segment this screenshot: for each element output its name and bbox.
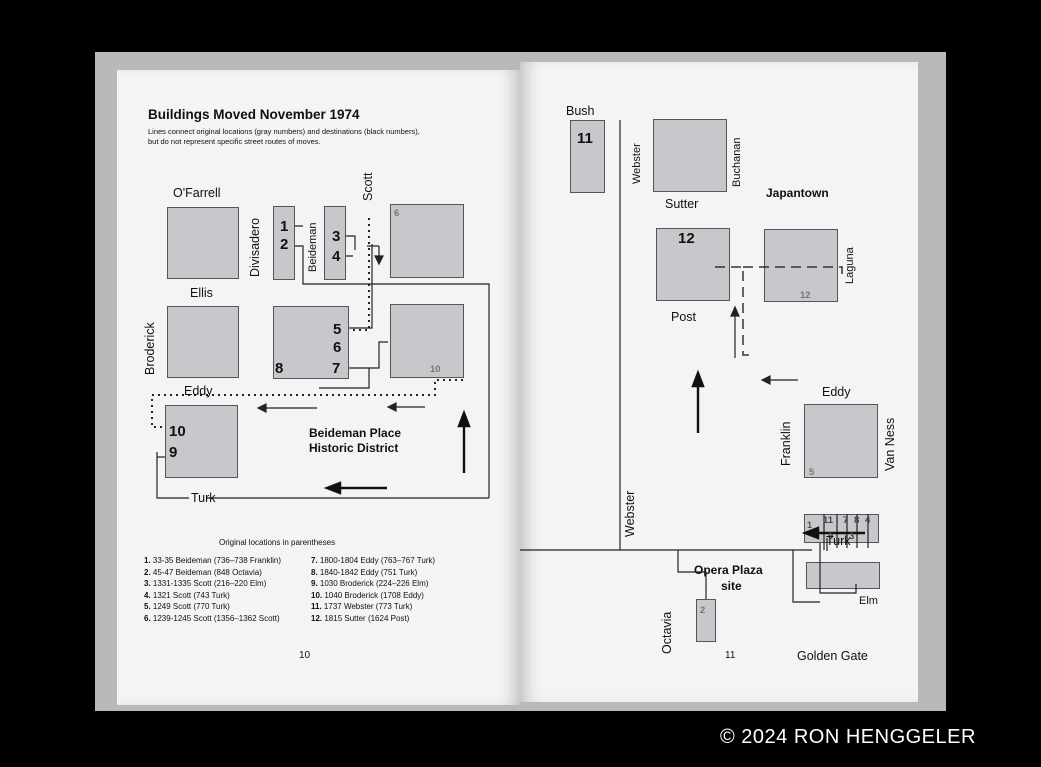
legend-item: 4. 1321 Scott (743 Turk) bbox=[144, 590, 230, 600]
street-post: Post bbox=[671, 310, 697, 324]
street-webster: Webster bbox=[623, 490, 637, 537]
orig-number-1: 1 bbox=[807, 520, 813, 530]
dest-number-7: 7 bbox=[332, 360, 341, 377]
legend-item: 3. 1331-1335 Scott (216–220 Elm) bbox=[144, 579, 267, 588]
orig-number-9: 9 bbox=[828, 531, 834, 542]
dest-number-5: 5 bbox=[333, 321, 342, 338]
dest-number-4: 4 bbox=[332, 248, 341, 265]
orig-number-2: 2 bbox=[700, 605, 706, 616]
orig-number-11: 11 bbox=[823, 515, 834, 526]
left-map-lines bbox=[151, 218, 490, 499]
dest-number-1: 1 bbox=[280, 218, 289, 235]
orig-number-3: 3 bbox=[849, 531, 855, 542]
map-title: Buildings Moved November 1974 bbox=[148, 107, 360, 122]
street-turk-right: Turk bbox=[826, 534, 851, 548]
district-label-line2: Historic District bbox=[309, 441, 399, 455]
left-page: Buildings Moved November 1974 Lines conn… bbox=[117, 70, 520, 705]
dest-number-2: 2 bbox=[280, 236, 289, 253]
right-page: 11 12 12 5 2 1 11 7 8 4 9 3 Bush Webster… bbox=[520, 62, 918, 702]
block-divisadero-strip bbox=[273, 206, 295, 280]
dest-number-3: 3 bbox=[332, 228, 341, 245]
street-franklin: Franklin bbox=[779, 421, 793, 466]
map-subtitle-line2: but do not represent specific street rou… bbox=[148, 137, 321, 146]
block-octavia bbox=[696, 599, 716, 642]
street-eddy: Eddy bbox=[184, 384, 213, 398]
street-laguna: Laguna bbox=[844, 247, 856, 284]
orig-number-7: 7 bbox=[843, 515, 849, 526]
orig-number-12: 12 bbox=[800, 290, 811, 301]
street-eddy-right: Eddy bbox=[822, 385, 851, 399]
dest-number-10: 10 bbox=[169, 423, 186, 440]
street-octavia: Octavia bbox=[660, 611, 674, 654]
legend-item: 9. 1030 Broderick (224–226 Elm) bbox=[311, 579, 429, 588]
street-ofarrell: O'Farrell bbox=[173, 186, 221, 200]
block-post bbox=[656, 228, 730, 301]
block-eddy-franklin bbox=[804, 404, 878, 478]
block-beideman-center bbox=[273, 306, 349, 379]
block-bush-webster bbox=[570, 120, 605, 193]
street-buchanan: Buchanan bbox=[731, 137, 743, 187]
block-laguna bbox=[764, 229, 838, 302]
street-webster-north: Webster bbox=[631, 143, 643, 184]
legend-item: 10. 1040 Broderick (1708 Eddy) bbox=[311, 590, 424, 600]
block-broderick bbox=[167, 306, 239, 378]
dest-number-11: 11 bbox=[577, 130, 593, 147]
legend-item: 7. 1800-1804 Eddy (763–767 Turk) bbox=[311, 556, 436, 565]
street-turk: Turk bbox=[191, 491, 216, 505]
booklet-photo: Buildings Moved November 1974 Lines conn… bbox=[95, 52, 946, 711]
opera-plaza-label-line1: Opera Plaza bbox=[694, 563, 763, 577]
page-number-left: 10 bbox=[299, 650, 311, 661]
map-subtitle-line1: Lines connect original locations (gray n… bbox=[148, 127, 420, 136]
street-sutter: Sutter bbox=[665, 197, 699, 211]
legend-item: 8. 1840-1842 Eddy (751 Turk) bbox=[311, 567, 418, 577]
legend-item: 11. 1737 Webster (773 Turk) bbox=[311, 602, 413, 611]
dest-number-6: 6 bbox=[333, 339, 342, 356]
dest-number-8: 8 bbox=[275, 360, 284, 377]
orig-number-4: 4 bbox=[865, 515, 871, 526]
block-golden-gate bbox=[806, 562, 880, 589]
street-ellis: Ellis bbox=[190, 286, 213, 300]
legend-column-1: 1. 33-35 Beideman (736–738 Franklin) 2. … bbox=[144, 555, 281, 624]
block-beideman-strip bbox=[324, 206, 346, 280]
legend-item: 1. 33-35 Beideman (736–738 Franklin) bbox=[144, 556, 281, 565]
block-ofarrell bbox=[167, 207, 239, 279]
legend-title: Original locations in parentheses bbox=[219, 538, 336, 547]
legend-item: 5. 1249 Scott (770 Turk) bbox=[144, 602, 230, 611]
street-bush: Bush bbox=[566, 104, 595, 118]
right-map-lines bbox=[520, 120, 869, 603]
dest-number-9: 9 bbox=[169, 444, 178, 461]
legend-column-2: 7. 1800-1804 Eddy (763–767 Turk) 8. 1840… bbox=[311, 555, 435, 624]
block-broderick-turk bbox=[165, 405, 238, 478]
copyright-watermark: © 2024 RON HENGGELER bbox=[720, 726, 976, 748]
opera-plaza-label-line2: site bbox=[721, 579, 742, 593]
block-scott-south bbox=[390, 304, 464, 378]
street-scott: Scott bbox=[361, 172, 375, 202]
street-golden-gate: Golden Gate bbox=[797, 649, 868, 663]
orig-number-8: 8 bbox=[854, 515, 860, 526]
dest-number-12: 12 bbox=[678, 230, 695, 247]
orig-number-5: 5 bbox=[809, 467, 815, 478]
legend-item: 12. 1815 Sutter (1624 Post) bbox=[311, 613, 410, 623]
orig-number-10: 10 bbox=[430, 364, 441, 375]
page-number-right: 11 bbox=[725, 650, 736, 661]
japantown-label: Japantown bbox=[766, 186, 829, 200]
district-label-line1: Beideman Place bbox=[309, 426, 402, 440]
orig-number-6: 6 bbox=[394, 208, 400, 219]
street-van-ness: Van Ness bbox=[883, 417, 897, 471]
legend-item: 6. 1239-1245 Scott (1356–1362 Scott) bbox=[144, 613, 280, 623]
legend-item: 2. 45-47 Beideman (848 Octavia) bbox=[144, 567, 262, 577]
street-elm: Elm bbox=[859, 595, 878, 607]
block-sutter-buchanan bbox=[653, 119, 727, 192]
street-beideman: Beideman bbox=[307, 222, 319, 272]
street-divisadero: Divisadero bbox=[248, 217, 262, 277]
block-scott-north bbox=[390, 204, 464, 278]
street-broderick: Broderick bbox=[143, 322, 157, 375]
